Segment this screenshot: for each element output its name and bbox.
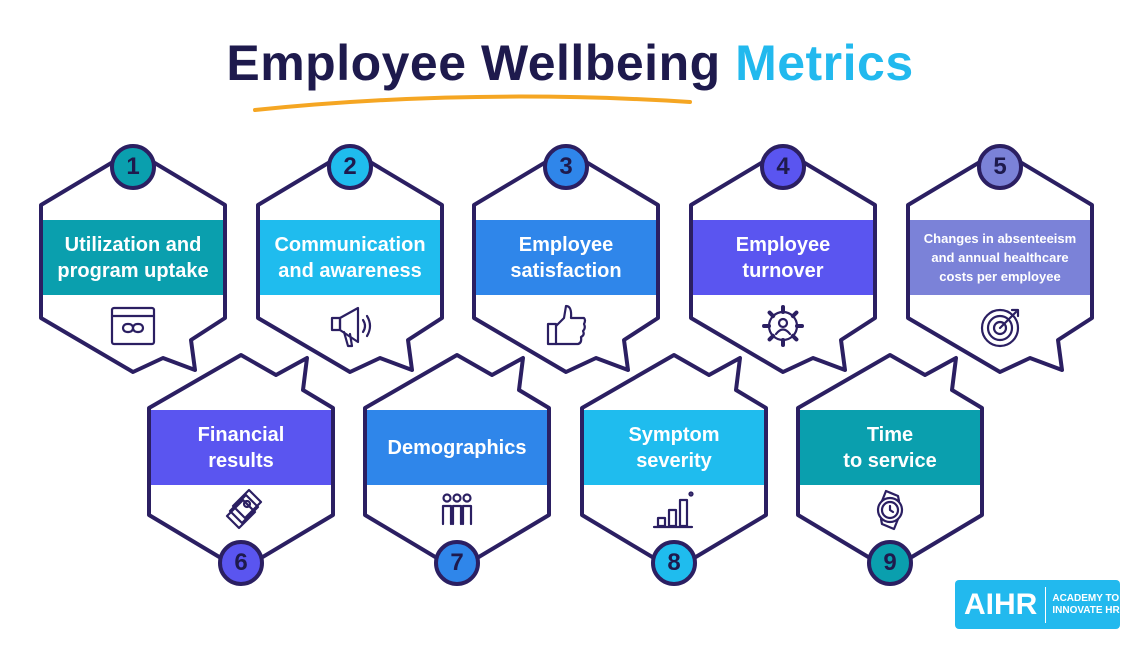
watch-icon: [876, 489, 904, 531]
title-underline: [253, 94, 692, 112]
number-badge: [543, 144, 589, 190]
metric-label: Employee satisfaction: [510, 233, 622, 282]
metric-label: Symptom severity: [628, 423, 720, 472]
money-stack-icon: [225, 488, 263, 530]
metric-card-8: [580, 353, 768, 586]
number-badge: [434, 540, 480, 586]
title-accent: Metrics: [735, 35, 914, 91]
metric-number: 9: [883, 549, 897, 576]
metric-card-1: [39, 144, 227, 374]
metric-card-4: [689, 144, 877, 374]
label-band: [149, 410, 333, 485]
label-band: [908, 220, 1092, 295]
metric-label: Utilization and program uptake: [57, 233, 209, 282]
label-band: [798, 410, 982, 485]
metric-card-2: [256, 144, 444, 374]
label-band: [474, 220, 658, 295]
metric-number: 8: [667, 549, 681, 576]
number-badge: [760, 144, 806, 190]
logo-mark: AIHR: [955, 586, 1047, 623]
metric-label: Employee turnover: [735, 233, 831, 282]
metric-label: Changes in absenteeism and annual health…: [923, 231, 1077, 284]
megaphone-icon: [330, 306, 372, 348]
metric-card-5: [906, 144, 1094, 374]
browser-link-icon: [110, 306, 156, 346]
number-badge: [867, 540, 913, 586]
thumbs-up-icon: [546, 304, 587, 346]
metric-number: 2: [343, 153, 357, 180]
metric-number: 4: [776, 153, 790, 180]
metric-card-6: [147, 353, 335, 586]
metric-number: 6: [234, 549, 248, 576]
people-group-icon: [441, 493, 473, 526]
number-badge: [977, 144, 1023, 190]
number-badge: [327, 144, 373, 190]
number-badge: [218, 540, 264, 586]
metric-card-9: [796, 353, 984, 586]
metric-number: 5: [993, 153, 1007, 180]
aihr-logo: AIHR ACADEMY TO INNOVATE HR: [955, 580, 1120, 629]
label-band: [365, 410, 549, 485]
metric-card-7: [363, 353, 551, 586]
metric-number: 1: [126, 153, 140, 180]
page-title: Employee Wellbeing Metrics: [0, 34, 1140, 92]
logo-text: ACADEMY TO INNOVATE HR: [1052, 592, 1120, 616]
label-band: [582, 410, 766, 485]
label-band: [41, 220, 225, 295]
label-band: [691, 220, 875, 295]
metric-number: 3: [559, 153, 573, 180]
metric-card-3: [472, 144, 660, 374]
metric-label: Communication and awareness: [274, 233, 426, 282]
number-badge: [110, 144, 156, 190]
metric-number: 7: [450, 549, 464, 576]
gear-person-icon: [762, 305, 804, 347]
number-badge: [651, 540, 697, 586]
metric-label: Time to service: [843, 423, 937, 472]
bar-chart-icon: [652, 491, 694, 529]
target-icon: [980, 308, 1020, 348]
title-main: Employee Wellbeing: [226, 35, 721, 91]
label-band: [258, 220, 442, 295]
metric-label: Financial results: [197, 423, 285, 472]
metric-label: Demographics: [387, 436, 527, 459]
